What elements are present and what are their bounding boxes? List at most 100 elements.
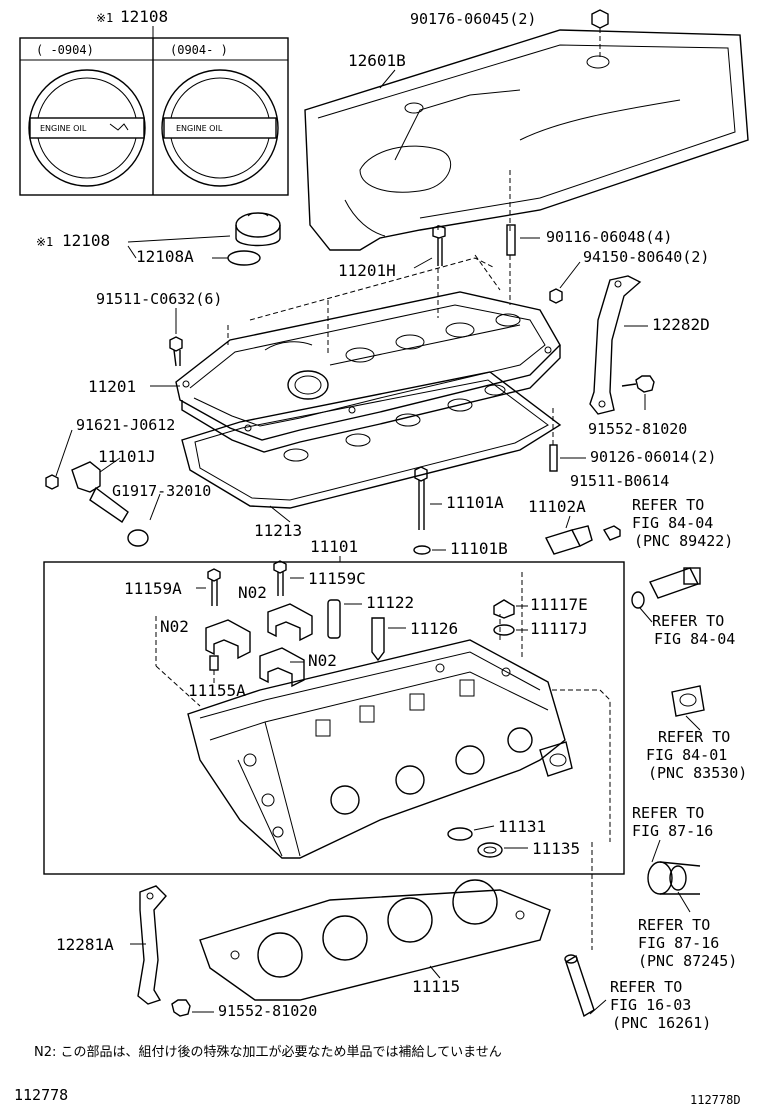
cylinder-head-box	[43, 561, 625, 875]
bolt-90176: 90176-06045(2)	[410, 9, 609, 60]
sensor-83530	[671, 685, 705, 731]
cam-cap-b	[205, 619, 251, 660]
refer-e-line1: REFER TO	[638, 916, 710, 934]
sensor-89422	[631, 567, 701, 623]
oil-filler-cap: ※1 12108 12108A	[36, 212, 281, 266]
label-12108: 12108	[62, 231, 110, 250]
pin-11122: 11122	[327, 593, 414, 639]
label-11159C: 11159C	[308, 569, 366, 588]
label-12281A: 12281A	[56, 935, 114, 954]
gasket-11213: 11213	[181, 371, 562, 540]
label-11115: 11115	[412, 977, 460, 996]
cap-col2-range: (0904- )	[170, 43, 228, 57]
plug-11117E: 11117E	[493, 595, 588, 619]
bolt-11201H: 11201H	[338, 225, 446, 280]
label-90176: 90176-06045(2)	[410, 10, 536, 28]
seal-11131: 11131	[447, 817, 546, 841]
label-12601B: 12601B	[348, 51, 406, 70]
label-91511-C0632: 91511-C0632(6)	[96, 290, 222, 308]
stud-90116: 90116-06048(4)	[506, 224, 672, 256]
label-11117E: 11117E	[530, 595, 588, 614]
label-12282D: 12282D	[652, 315, 710, 334]
bolt-11159C: 11159C	[273, 560, 366, 596]
refer-b-line1: REFER TO	[652, 612, 724, 630]
seal-11135: 11135	[477, 839, 580, 858]
refer-c-line3: (PNC 83530)	[648, 764, 747, 782]
pin-11126: 11126	[371, 617, 458, 662]
pipe-16261	[564, 842, 607, 1018]
sensor-11102A: 11102A	[528, 497, 621, 555]
cylinder-head-body	[155, 572, 611, 859]
cap-inset-frame	[19, 37, 289, 196]
label-12108A: 12108A	[136, 247, 194, 266]
svg-text:※1: ※1	[36, 235, 53, 249]
oil-cap-new	[161, 69, 279, 187]
label-11101B: 11101B	[450, 539, 508, 558]
oil-cap-inset: ※1 12108 ( -0904) (0904- ) ENGINE OIL EN…	[19, 7, 289, 196]
head-gasket-11115: 11115	[199, 879, 551, 1001]
label-11131: 11131	[498, 817, 546, 836]
label-90126: 90126-06014(2)	[590, 448, 716, 466]
bolt-91552-upper: 91552-81020	[588, 375, 687, 438]
refer-a-line2: FIG 84-04	[632, 514, 713, 532]
bolt-91552-lower: 91552-81020	[171, 999, 317, 1020]
label-N02-a: N02	[238, 583, 267, 602]
label-11213: 11213	[254, 521, 302, 540]
label-90116: 90116-06048(4)	[546, 228, 672, 246]
label-11102A: 11102A	[528, 497, 586, 516]
label-11122: 11122	[366, 593, 414, 612]
label-91621: 91621-J0612	[76, 416, 175, 434]
footnote-n2: N2: この部品は、組付け後の特殊な加工が必要なため単品では補給していません	[34, 1044, 502, 1060]
engine-cover: 12601B	[304, 29, 749, 251]
label-11101A: 11101A	[446, 493, 504, 512]
label-11201H: 11201H	[338, 261, 396, 280]
refer-d-line1: REFER TO	[632, 804, 704, 822]
refer-f-line2: FIG 16-03	[610, 996, 691, 1014]
label-91552-upper: 91552-81020	[588, 420, 687, 438]
hose-fitting-87245	[647, 839, 701, 913]
label-11155A: 11155A	[188, 681, 246, 700]
diagram-id-right: 112778D	[690, 1093, 741, 1107]
refer-c-line2: FIG 84-01	[646, 746, 727, 764]
label-11135: 11135	[532, 839, 580, 858]
refer-b-line2: FIG 84-04	[654, 630, 735, 648]
oil-control-valve: 91621-J0612 11101J G1917-32010	[45, 416, 211, 547]
pin-11155A: 11155A	[188, 655, 246, 700]
cam-cap-a	[267, 603, 313, 642]
label-G1917: G1917-32010	[112, 482, 211, 500]
label-12108-top: 12108	[120, 7, 168, 26]
head-cover-11201: 11201	[88, 254, 561, 453]
label-N02-c: N02	[308, 651, 337, 670]
stud-90126: 90126-06014(2)	[549, 408, 716, 472]
refer-a-line3: (PNC 89422)	[634, 532, 733, 550]
cap-text-new: ENGINE OIL	[176, 124, 223, 133]
bolt-91511-C0632: 91511-C0632(6)	[96, 290, 222, 367]
gasket-11117J: 11117J	[493, 619, 588, 638]
bolt-11101A: 11101A	[414, 466, 504, 530]
cap-col1-range: ( -0904)	[36, 43, 94, 57]
label-94150: 94150-80640(2)	[583, 248, 709, 266]
washer-11101B: 11101B	[413, 539, 508, 558]
bolt-11159A: 11159A	[124, 568, 221, 606]
refer-c-line1: REFER TO	[658, 728, 730, 746]
refer-e-line2: FIG 87-16	[638, 934, 719, 952]
label-11101: 11101	[310, 537, 358, 556]
nut-94150: 94150-80640(2)	[549, 248, 709, 304]
diagram-id-left: 112778	[14, 1086, 68, 1104]
label-91511-B0614: 91511-B0614	[570, 472, 669, 490]
ref-symbol-1: ※1	[96, 11, 113, 25]
label-91552-lower: 91552-81020	[218, 1002, 317, 1020]
refer-e-line3: (PNC 87245)	[638, 952, 737, 970]
cam-cap-c	[259, 647, 305, 688]
label-N02-b: N02	[160, 617, 189, 636]
refer-a-line1: REFER TO	[632, 496, 704, 514]
bracket-12282D: 12282D	[589, 275, 710, 415]
label-11201: 11201	[88, 377, 136, 396]
refer-f-line3: (PNC 16261)	[612, 1014, 711, 1032]
refer-d-line2: FIG 87-16	[632, 822, 713, 840]
label-11159A: 11159A	[124, 579, 182, 598]
label-11101J: 11101J	[98, 447, 156, 466]
oil-cap-old	[28, 69, 146, 187]
